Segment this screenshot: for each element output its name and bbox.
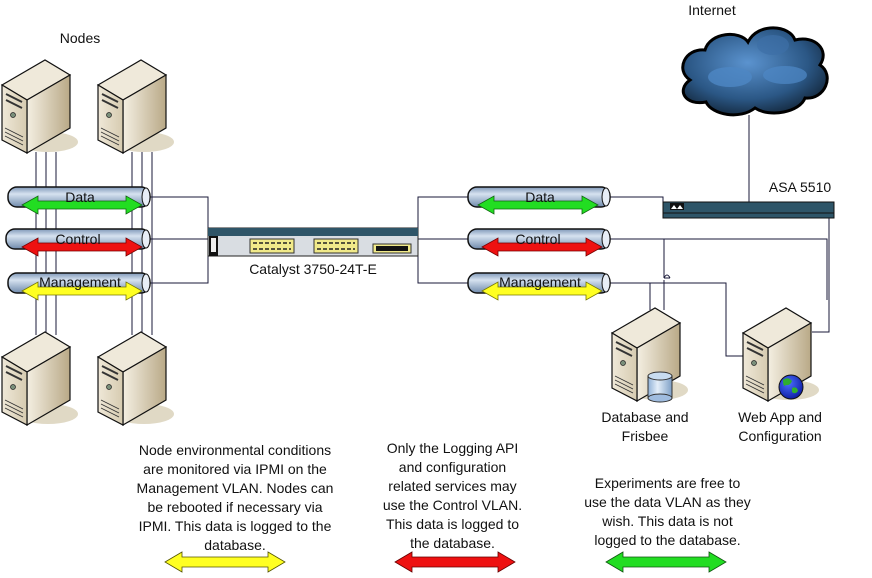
legend-arrow-data [605, 551, 727, 573]
note-line: related services may [388, 478, 517, 494]
webapp-server-label-line2: Configuration [738, 428, 822, 444]
pipe-label-management-left: Management [39, 274, 121, 290]
note-line: and configuration [398, 459, 507, 475]
pipe-label-management-right: Management [499, 274, 581, 290]
note-line: are monitored via IPMI on the [143, 461, 327, 477]
vlan-pipe-data-left [7, 186, 151, 215]
pipe-label-control-left: Control [55, 231, 100, 247]
note-line: logged to the database. [594, 532, 741, 548]
node-server-icon [1, 59, 79, 154]
internet-cloud-icon [681, 26, 829, 117]
globe-icon [778, 374, 804, 400]
node-server-icon [97, 331, 175, 426]
note-line: This data is logged to [385, 516, 520, 532]
note-line: IPMI. This data is logged to the [138, 518, 332, 534]
vlan-pipe-control-left [5, 228, 151, 257]
data-vlan-note: Experiments are free to use the data VLA… [565, 474, 770, 550]
legend-arrow-management [164, 551, 286, 573]
note-line: Only the Logging API [386, 440, 519, 456]
database-server-label: Database and Frisbee [590, 408, 700, 446]
database-server-label-line2: Frisbee [621, 428, 669, 444]
nodes-label: Nodes [59, 30, 101, 46]
pipe-label-control-right: Control [515, 231, 560, 247]
vlan-pipe-management-right [467, 272, 611, 301]
firewall-label: ASA 5510 [768, 179, 832, 195]
control-vlan-note: Only the Logging API and configuration r… [365, 439, 540, 553]
vlan-pipe-control-right [467, 228, 611, 257]
pipe-label-data-left: Data [65, 189, 95, 205]
note-line: wish. This data is not [602, 513, 733, 529]
note-line: database. [204, 537, 266, 553]
note-line: Management VLAN. Nodes can [136, 480, 334, 496]
database-server-label-line1: Database and [601, 409, 689, 425]
management-vlan-note: Node environmental conditions are monito… [110, 441, 360, 555]
asa-firewall-icon [662, 201, 835, 219]
note-line: the database. [410, 535, 495, 551]
node-server-icon [1, 331, 79, 426]
catalyst-switch-icon [207, 227, 419, 257]
note-line: Node environmental conditions [138, 442, 332, 458]
internet-label: Internet [688, 2, 736, 18]
legend-arrow-control [394, 551, 516, 573]
vlan-pipe-management-left [7, 272, 151, 301]
note-line: use the data VLAN as they [584, 494, 751, 510]
webapp-server-label: Web App and Configuration [725, 408, 835, 446]
pipe-label-data-right: Data [525, 189, 555, 205]
vlan-pipe-data-right [467, 186, 611, 215]
switch-label: Catalyst 3750-24T-E [249, 261, 377, 277]
note-line: Experiments are free to [594, 475, 741, 491]
note-line: be rebooted if necessary via [147, 499, 323, 515]
note-line: use the Control VLAN. [382, 497, 523, 513]
webapp-server-label-line1: Web App and [738, 409, 822, 425]
database-icon [647, 371, 673, 403]
node-server-icon [97, 59, 175, 154]
